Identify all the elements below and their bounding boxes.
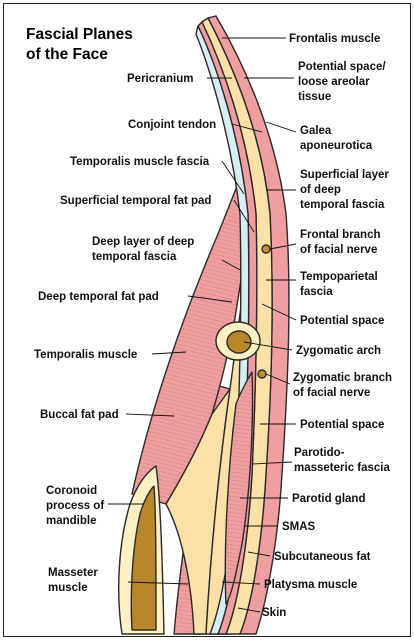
label-zygomatic-branch-facial-nerve: Zygomatic branch of facial nerve: [293, 372, 395, 399]
leader-conjoint: [231, 123, 263, 133]
label-platysma-muscle: Platysma muscle: [264, 579, 357, 591]
zygomatic-arch-bone: [226, 330, 252, 354]
label-galea-aponeurotica: Galea aponeurotica: [300, 125, 373, 152]
label-skin: Skin: [262, 607, 286, 619]
label-temporalis-muscle: Temporalis muscle: [34, 349, 137, 361]
leader-skin: [237, 607, 261, 613]
leader-frontal-branch: [269, 243, 297, 250]
label-masseter-muscle: Masseter muscle: [48, 567, 101, 594]
leader-galea: [265, 121, 297, 133]
label-frontal-branch-facial-nerve: Frontal branch of facial nerve: [300, 229, 384, 256]
leader-zygomatic-arch: [243, 341, 293, 351]
label-temporalis-muscle-fascia: Temporalis muscle fascia: [70, 156, 210, 168]
label-parotidomasseteric-fascia: Parotido- masseteric fascia: [294, 447, 391, 474]
label-potential-space-loose: Potential space/ loose areolar tissue: [298, 61, 389, 103]
label-smas: SMAS: [282, 521, 316, 533]
label-coronoid-process: Coronoid process of mandible: [46, 485, 107, 527]
label-buccal-fat-pad: Buccal fat pad: [40, 409, 119, 421]
diagram-title-line-2: of the Face: [26, 46, 108, 63]
leader-deep-layer-fascia: [221, 259, 241, 271]
label-zygomatic-arch: Zygomatic arch: [296, 345, 381, 357]
leader-platysma: [221, 581, 261, 585]
leader-temporalis-muscle: [151, 351, 187, 355]
label-tempoparietal-fascia: Tempoparietal fascia: [300, 271, 381, 298]
zygomatic-branch-nerve-icon: [257, 369, 267, 379]
label-superficial-layer-deep-temporal-fascia: Superficial layer of deep temporal fasci…: [300, 169, 392, 211]
label-conjoint-tendon: Conjoint tendon: [128, 119, 216, 131]
label-superficial-temporal-fat-pad: Superficial temporal fat pad: [60, 195, 211, 207]
label-subcutaneous-fat: Subcutaneous fat: [274, 551, 371, 563]
label-deep-temporal-fat-pad: Deep temporal fat pad: [38, 291, 159, 303]
label-deep-layer-deep-temporal-fascia: Deep layer of deep temporal fascia: [92, 236, 197, 263]
fascial-planes-diagram: Fascial Planes of the Face Frontalis mus…: [26, 15, 395, 635]
label-potential-space-upper: Potential space: [300, 315, 384, 327]
leader-zygomatic-branch: [265, 373, 291, 385]
coronoid-bone-core: [130, 485, 157, 631]
leader-potential-space-1: [261, 303, 297, 321]
label-parotid-gland: Parotid gland: [292, 493, 365, 505]
label-pericranium: Pericranium: [127, 73, 193, 85]
label-frontalis-muscle: Frontalis muscle: [289, 33, 380, 45]
frontal-branch-nerve-icon: [261, 244, 271, 254]
leader-parotidomasseteric: [251, 461, 293, 465]
leader-buccal-fat: [125, 413, 175, 417]
leader-temporalis-fascia: [221, 160, 245, 195]
label-potential-space-lower: Potential space: [300, 419, 384, 431]
leader-deep-fat: [187, 295, 233, 303]
diagram-title-line-1: Fascial Planes: [26, 26, 133, 43]
leader-superficial-fat: [233, 199, 255, 233]
parotid-gland-shape: [224, 371, 254, 605]
leader-masseter: [127, 581, 189, 585]
diagram-frame: Fascial Planes of the Face Frontalis mus…: [3, 3, 411, 637]
leader-subcutaneous: [247, 551, 271, 557]
